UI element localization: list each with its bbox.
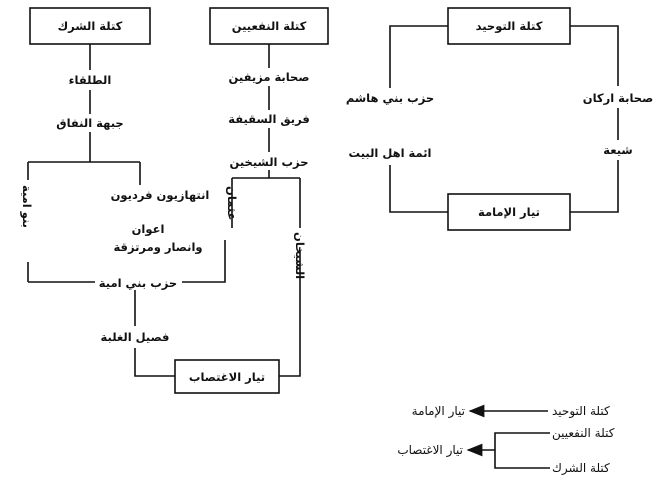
line-shaykhayn-fork xyxy=(231,177,301,377)
label-aimma-ahl-bayt: ائمة اهل البيت xyxy=(348,146,432,160)
line-shirk-fork xyxy=(27,161,226,283)
box-shirk-label: كتلة الشرك xyxy=(57,19,123,33)
label-uthman: عثمان xyxy=(225,186,239,221)
label-banu-umayya: بنو امية xyxy=(20,185,34,228)
label-fariq-saqifa: فريق السقيفة xyxy=(228,112,310,126)
label-jabhat-nifaq: جبهة النفاق xyxy=(56,116,124,130)
legend-shirk: كتلة الشرك xyxy=(552,461,610,475)
label-shaykhan: الشيخان xyxy=(293,232,307,280)
box-imama-label: تيار الإمامة xyxy=(478,205,540,219)
label-shia: شيعة xyxy=(603,143,633,157)
label-tulaqa: الطلقاء xyxy=(68,73,112,87)
legend-ightisab: تيار الاغتصاب xyxy=(397,443,463,457)
label-sahaba-arkan: صحابة اركان xyxy=(582,91,654,105)
box-tawhid-label: كتلة التوحيد xyxy=(475,19,543,33)
line-umayya-down xyxy=(134,290,175,377)
label-sahaba-muzayfin: صحابة مزيفين xyxy=(228,70,310,84)
legend-nafiin: كتلة النفعيين xyxy=(552,426,615,440)
box-nafiin-label: كتلة النفعيين xyxy=(231,19,307,33)
label-ansar: وانصار ومرتزقة xyxy=(113,240,203,254)
label-hizb-bani-umayya: حزب بني امية xyxy=(98,276,178,290)
legend-bracket xyxy=(468,432,550,469)
label-opportunists: انتهازيون فرديون xyxy=(110,188,210,202)
box-ightisab-label: تيار الاغتصاب xyxy=(188,369,266,384)
label-aawan: اعوان xyxy=(131,222,165,236)
label-hizb-bani-hashim: حزب بني هاشم xyxy=(345,91,435,105)
legend-tawhid: كتلة التوحيد xyxy=(552,404,610,418)
label-fasil-ghalaba: فصيل الغلبة xyxy=(100,330,170,344)
legend-imama: تيار الإمامة xyxy=(411,404,465,418)
label-hizb-shaykhayn: حزب الشيخين xyxy=(229,155,309,169)
line-tawhid-loop xyxy=(389,25,619,213)
